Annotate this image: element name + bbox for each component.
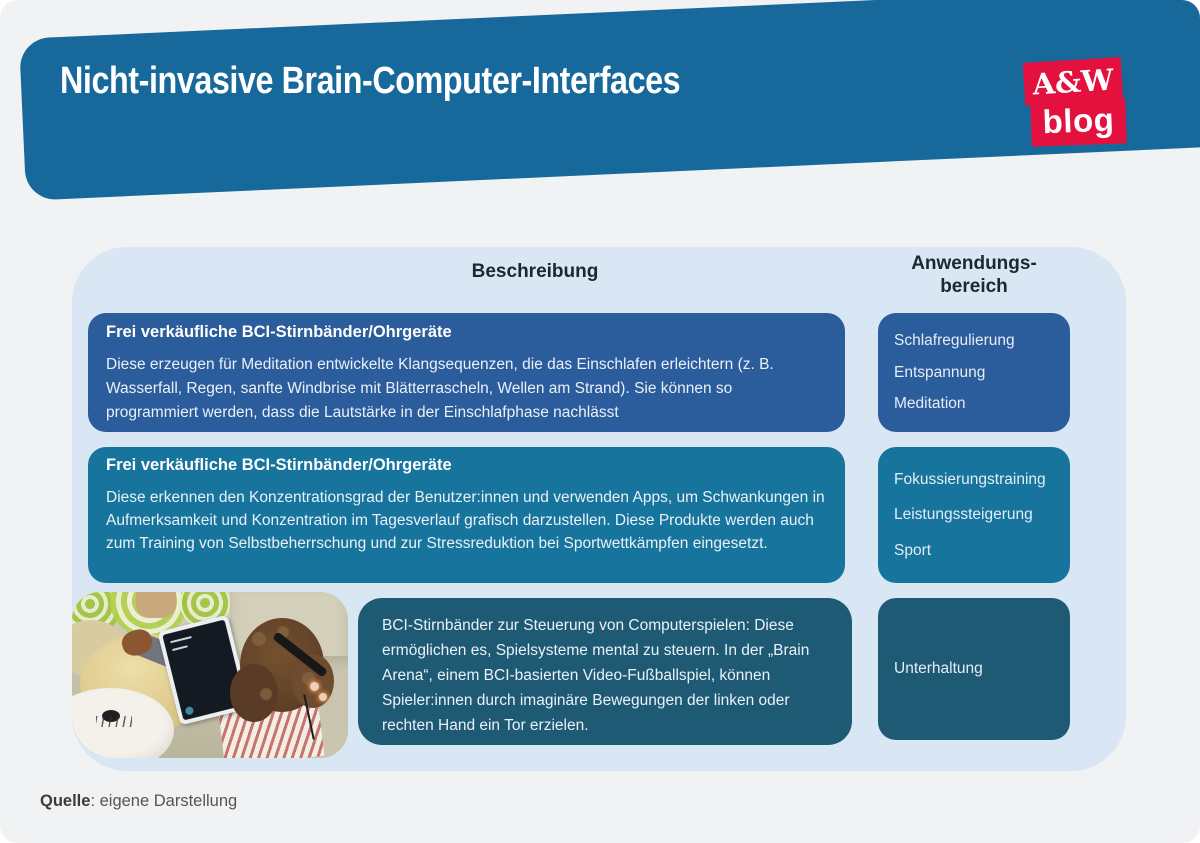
application-item: Unterhaltung	[894, 660, 983, 677]
photo-bci-headband-user	[72, 592, 348, 758]
hair-curl	[260, 688, 272, 700]
row2-application-box: Fokussierungstraining Leistungssteigerun…	[878, 447, 1070, 583]
row1-description-box: Frei verkäufliche BCI-Stirnbänder/Ohrger…	[88, 313, 845, 432]
source-text: : eigene Darstellung	[90, 792, 238, 810]
application-header-line1: Anwendungs-	[911, 253, 1037, 274]
column-header-application: Anwendungs- bereich	[878, 252, 1070, 298]
bci-sensor	[319, 693, 327, 701]
row1-application-box: Schlafregulierung Entspannung Meditation	[878, 313, 1070, 432]
row3-application-box: Unterhaltung	[878, 598, 1070, 740]
application-item: Entspannung	[894, 363, 986, 381]
hair-curl	[302, 672, 315, 685]
row2-title: Frei verkäufliche BCI-Stirnbänder/Ohrger…	[106, 456, 452, 474]
application-header-line2: bereich	[940, 276, 1008, 297]
application-item: Sport	[894, 541, 932, 559]
hair-curl	[252, 632, 266, 646]
application-item: Schlafregulierung	[894, 332, 1015, 350]
row1-title: Frei verkäufliche BCI-Stirnbänder/Ohrger…	[106, 323, 452, 341]
source-line: Quelle: eigene Darstellung	[40, 792, 237, 811]
row1-description: Diese erzeugen für Meditation entwickelt…	[106, 356, 774, 421]
application-item: Fokussierungstraining	[894, 470, 1046, 488]
application-item: Meditation	[894, 394, 966, 412]
column-header-description: Beschreibung	[471, 261, 599, 282]
row3-description-box: BCI-Stirnbänder zur Steuerung von Comput…	[358, 598, 852, 745]
row2-description: Diese erkennen den Konzentrationsgrad de…	[106, 489, 825, 552]
aw-logo-text: A&W	[1031, 62, 1115, 101]
row3-description: BCI-Stirnbänder zur Steuerung von Comput…	[382, 617, 810, 734]
application-item: Leistungssteigerung	[894, 506, 1033, 523]
aw-blog-logo-text: blog	[1041, 100, 1115, 141]
page-title: Nicht-invasive Brain-Computer-Interfaces	[60, 60, 681, 102]
source-label: Quelle	[40, 792, 91, 810]
lamp-shape	[136, 592, 176, 618]
bci-sensor	[310, 682, 319, 691]
row2-description-box: Frei verkäufliche BCI-Stirnbänder/Ohrger…	[88, 447, 845, 583]
toy-robot-legs	[96, 716, 132, 727]
aw-blog-logo-mark: blog	[1030, 98, 1127, 147]
